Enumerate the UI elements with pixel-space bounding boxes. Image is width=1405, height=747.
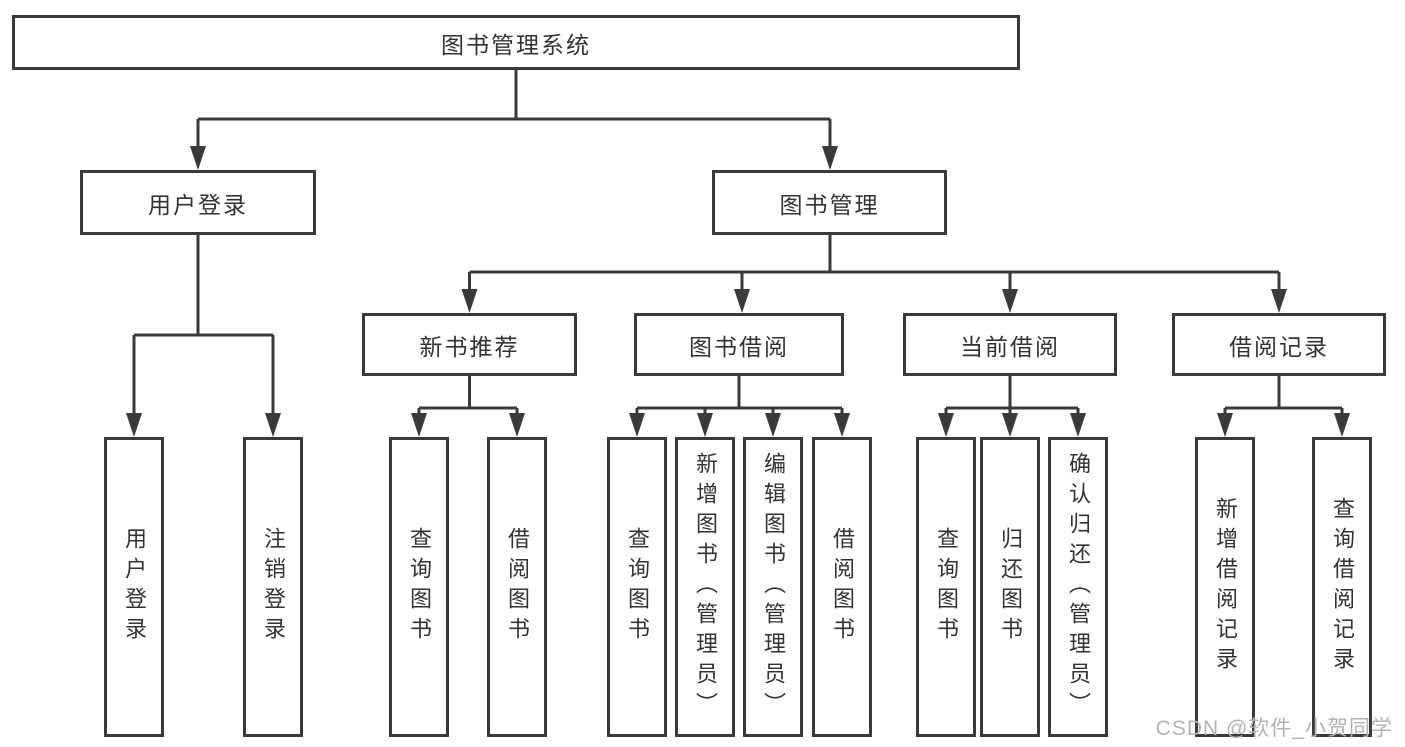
leaf-confirm-return-admin: 确认归还（管理员） — [1048, 437, 1108, 737]
tree-edges — [132, 70, 1344, 416]
arrowhead-icon — [734, 289, 750, 313]
arrowhead-icon — [461, 289, 478, 313]
leaf-add-borrowing-record: 新增借阅记录 — [1195, 437, 1255, 737]
arrowhead-icon — [1334, 413, 1350, 437]
arrowhead-icon — [1217, 413, 1233, 437]
arrowhead-icon — [190, 146, 206, 170]
leaf-query-books-recommend: 查询图书 — [389, 437, 449, 737]
arrowhead-icon — [1070, 413, 1086, 437]
arrowhead-icon — [1002, 413, 1018, 437]
arrowhead-icon — [265, 413, 281, 437]
arrowhead-icon — [509, 413, 525, 437]
leaf-borrow-books: 借阅图书 — [812, 437, 872, 737]
arrowhead-icon — [765, 413, 781, 437]
arrowhead-icon — [1271, 289, 1287, 313]
node-new-book-recommendation: 新书推荐 — [362, 313, 577, 376]
arrowhead-icon — [834, 413, 850, 437]
leaf-edit-books-admin: 编辑图书（管理员） — [743, 437, 803, 737]
arrowhead-icon — [938, 413, 954, 437]
arrowhead-icon — [1002, 289, 1018, 313]
arrowhead-icon — [126, 413, 142, 437]
leaf-query-borrowing-record: 查询借阅记录 — [1312, 437, 1372, 737]
arrowhead-icon — [629, 413, 645, 437]
leaf-query-books-borrowing: 查询图书 — [607, 437, 667, 737]
leaf-borrow-books-recommend: 借阅图书 — [487, 437, 547, 737]
leaf-return-books: 归还图书 — [980, 437, 1040, 737]
node-user-login: 用户登录 — [80, 170, 316, 235]
arrowhead-icon — [411, 413, 427, 437]
csdn-watermark: CSDN @软件_小贺同学 — [1155, 717, 1393, 740]
node-borrowing-records: 借阅记录 — [1172, 313, 1386, 376]
leaf-user-login: 用户登录 — [104, 437, 164, 737]
arrowhead-icon — [822, 146, 838, 170]
node-library-management-system: 图书管理系统 — [12, 15, 1020, 70]
node-book-management: 图书管理 — [712, 170, 947, 235]
node-current-borrowing: 当前借阅 — [903, 313, 1117, 376]
leaf-query-books-current: 查询图书 — [916, 437, 976, 737]
node-book-borrowing: 图书借阅 — [634, 313, 844, 376]
arrowhead-icon — [697, 413, 713, 437]
leaf-logout-login: 注销登录 — [243, 437, 303, 737]
leaf-add-books-admin: 新增图书（管理员） — [675, 437, 735, 737]
